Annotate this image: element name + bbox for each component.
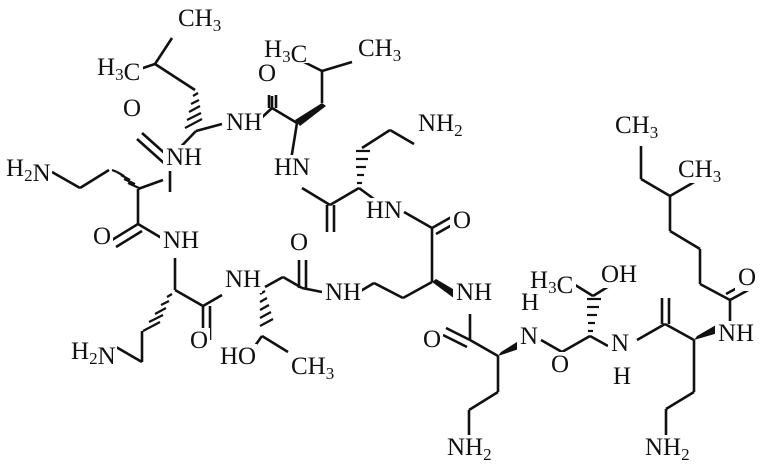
atom-label-thr2-n-h-bot: H (613, 363, 631, 390)
atom-label-l2-h3c-left: H3C (264, 36, 307, 68)
atom-label-backdrop (160, 228, 200, 254)
atom-label-dab3-hn: HN (366, 197, 402, 224)
atom-label-thr1-nh: NH (225, 266, 261, 293)
atom-label-dab1-nh-up: NH (166, 144, 202, 171)
hashed-wedge-dab2 (142, 293, 173, 332)
atom-label-dab3-nh2: NH2 (418, 110, 463, 140)
atom-label-backdrop (420, 327, 443, 353)
atom-label-backdrop (518, 290, 541, 316)
atom-label-backdrop (355, 36, 404, 62)
hashed-wedge-dab1 (111, 168, 140, 190)
dab-6-group (636, 298, 718, 442)
hashed-wedge-thr2 (587, 297, 601, 333)
atom-label-backdrop (3, 156, 52, 182)
atom-label-backdrop (288, 354, 337, 380)
atom-label-backdrop (120, 96, 143, 122)
atom-label-l2-hn: HN (274, 154, 310, 181)
atom-label-acyl-ch3-top: CH3 (615, 112, 658, 142)
atom-label-dab4-nh-right: NH (456, 279, 492, 306)
atom-label-dab3-carbonyl-o: O (453, 207, 471, 234)
atom-label-dab5-n: N (520, 323, 538, 350)
atom-label-backdrop (255, 61, 278, 87)
threonine-1-group (250, 260, 323, 354)
atom-label-backdrop (322, 280, 362, 306)
atom-label-backdrop (187, 328, 210, 354)
atom-label-acyl-carbonyl-o: O (738, 264, 756, 291)
fatty-acyl-tail-group (639, 146, 753, 325)
atom-label-thr2-oh: OH (601, 261, 637, 288)
atom-label-acyl-ch3-right: CH3 (678, 156, 721, 186)
atom-label-backdrop (608, 331, 631, 357)
atom-label-l2-carbonyl-o: O (258, 60, 276, 87)
atom-label-backdrop (598, 262, 638, 288)
atom-label-backdrop (517, 324, 540, 350)
atom-label-l1-ch3-top: CH3 (178, 5, 221, 35)
atom-label-l1-carbonyl-o: O (123, 95, 141, 122)
atom-label-backdrop (222, 267, 262, 293)
dab-1-group (51, 168, 166, 249)
atom-label-backdrop (415, 111, 464, 137)
atom-label-dab4-nh-chain: NH (325, 279, 361, 306)
atom-label-dab1-nh-down: NH (163, 227, 199, 254)
atom-label-dab2-h2n: H2N (71, 338, 116, 370)
dab-5-group (442, 314, 522, 442)
atom-label-backdrop (548, 352, 571, 378)
bold-wedge-leu2 (295, 103, 326, 126)
atom-label-backdrop (642, 435, 691, 461)
hashed-wedge-dab3 (356, 149, 370, 185)
atom-label-backdrop (610, 364, 633, 390)
dab-4-group (358, 210, 460, 300)
atom-label-backdrop (453, 280, 493, 306)
atom-label-dab1-carbonyl-o: O (93, 223, 111, 250)
atom-label-thr1-carbonyl-o: O (290, 229, 308, 256)
atom-label-backdrop (715, 321, 755, 347)
atom-label-thr2-carbonyl-o: O (551, 351, 569, 378)
atom-label-backdrop (675, 157, 724, 183)
atom-label-backdrop (261, 37, 310, 63)
atom-label-thr2-n: N (611, 330, 629, 357)
atom-label-backdrop (271, 155, 311, 181)
bold-wedge-dab5 (498, 340, 522, 356)
atom-label-backdrop (175, 6, 224, 32)
atom-label-l2-ch3-right: CH3 (358, 35, 401, 65)
atom-label-dab5-n-h-top: H (521, 289, 539, 316)
atom-label-backdrop (444, 435, 493, 461)
atom-label-backdrop (363, 198, 403, 224)
atom-label-dab1-h2n: H2N (6, 155, 51, 187)
atom-label-thr2-h3c: H3C (530, 267, 573, 299)
atom-label-dab4-carbonyl-o: O (423, 326, 441, 353)
atom-label-backdrop (90, 224, 113, 250)
atom-label-backdrop (527, 268, 576, 294)
atom-label-backdrop (163, 145, 203, 171)
atom-label-l1-h3c-left: H3C (97, 54, 140, 86)
hashed-wedge-thr1 (259, 290, 274, 327)
atom-label-backdrop (68, 339, 117, 365)
atom-label-backdrop (612, 113, 661, 139)
atom-label-backdrop (94, 55, 143, 81)
atom-label-backdrop (217, 344, 257, 370)
dab-3-group (301, 128, 415, 232)
atom-label-backdrop (450, 208, 473, 234)
atom-label-backdrop (223, 110, 263, 136)
atom-label-dab2-carbonyl-o: O (190, 327, 208, 354)
hashed-wedge-leu1 (184, 92, 203, 129)
atom-label-dab6-nh2: NH2 (645, 434, 690, 464)
atom-label-backdrop (287, 230, 310, 256)
atom-label-l1-nh-right: NH (226, 109, 262, 136)
bold-wedge-dab4 (432, 279, 458, 299)
atom-label-backdrop (735, 265, 758, 291)
atom-label-thr1-ch3: CH3 (291, 353, 334, 383)
atom-label-thr1-ho: HO (220, 343, 256, 370)
atom-label-dab6-nh: NH (718, 320, 754, 347)
atom-label-dab5-nh2: NH2 (447, 434, 492, 464)
bold-wedge-dab6 (694, 325, 718, 340)
